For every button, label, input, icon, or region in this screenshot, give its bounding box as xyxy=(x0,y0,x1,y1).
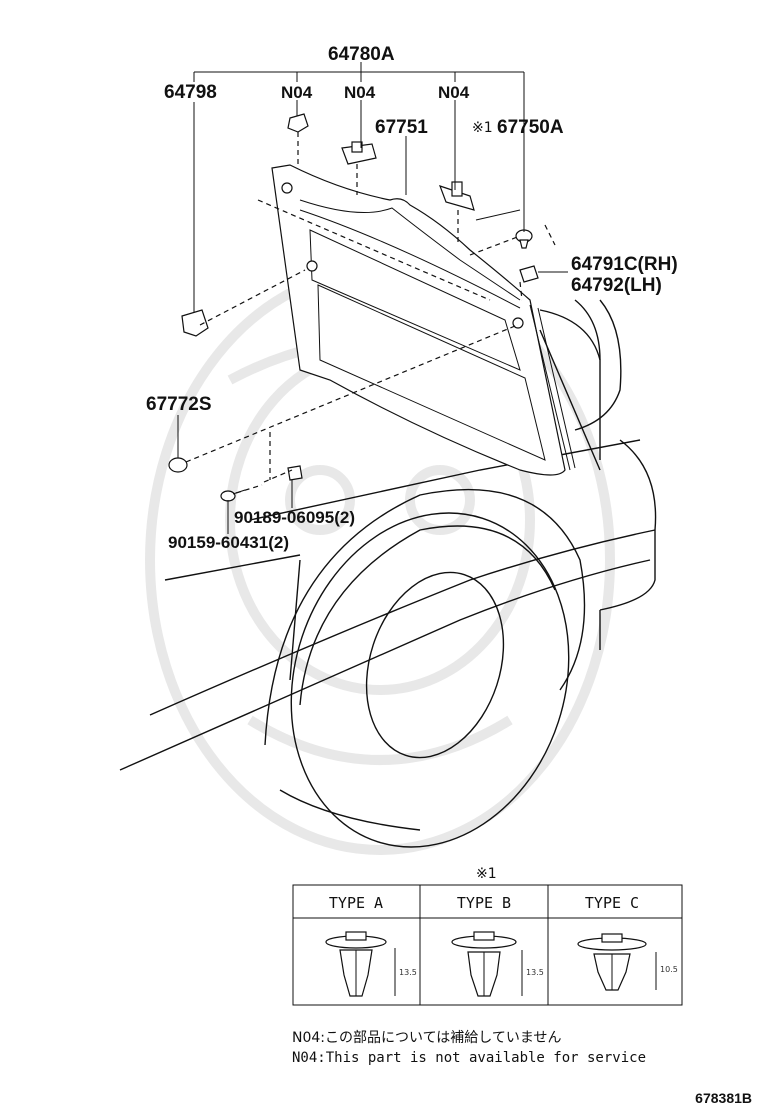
n04-clip-a xyxy=(287,113,309,133)
n04-clip-b xyxy=(341,141,377,165)
leader-lines xyxy=(177,62,568,534)
label-67751: 67751 xyxy=(375,117,428,138)
nut-64791c xyxy=(519,265,539,283)
label-64798: 64798 xyxy=(164,82,217,103)
label-64780a: 64780A xyxy=(328,44,395,65)
label-n04-b: N04 xyxy=(344,83,376,102)
quarter-trim-panel xyxy=(271,164,576,476)
clip-type-table: ※1 TYPE A TYPE B TYPE C 13.5 13.5 xyxy=(292,866,683,1006)
type-b-dimension: 13.5 xyxy=(526,968,544,977)
type-c-clip-drawing: 10.5 xyxy=(577,933,678,991)
plug-67772s xyxy=(168,457,188,473)
vehicle-body-outline xyxy=(119,299,657,848)
type-c-dimension: 10.5 xyxy=(660,965,678,974)
n04-clip-c xyxy=(438,181,475,211)
clip-67750a xyxy=(515,229,533,249)
type-c-header: TYPE C xyxy=(585,894,639,912)
label-64791c: 64791C(RH) xyxy=(571,254,678,275)
label-n04-a: N04 xyxy=(281,83,313,102)
label-90189: 90189-06095(2) xyxy=(234,508,355,527)
figure-id: 678381B xyxy=(695,1090,752,1106)
table-note-mark: ※1 xyxy=(476,866,497,882)
type-b-header: TYPE B xyxy=(457,894,511,912)
note-japanese: N04:この部品については補給していません xyxy=(292,1030,561,1046)
type-a-header: TYPE A xyxy=(329,894,383,912)
type-a-clip-drawing: 13.5 xyxy=(325,931,417,997)
cover-64798 xyxy=(181,309,209,337)
label-n04-c: N04 xyxy=(438,83,470,102)
type-a-dimension: 13.5 xyxy=(399,968,417,977)
type-b-clip-drawing: 13.5 xyxy=(451,931,544,997)
assembly-lines xyxy=(185,132,556,494)
bolt-90189 xyxy=(287,465,303,481)
label-67750a: 67750A xyxy=(497,117,564,138)
label-64792: 64792(LH) xyxy=(571,275,662,296)
label-90159: 90159-60431(2) xyxy=(168,533,289,552)
note-english: N04:This part is not available for servi… xyxy=(292,1050,646,1066)
label-67772s: 67772S xyxy=(146,394,212,415)
label-note-mark: ※1 xyxy=(472,120,493,136)
